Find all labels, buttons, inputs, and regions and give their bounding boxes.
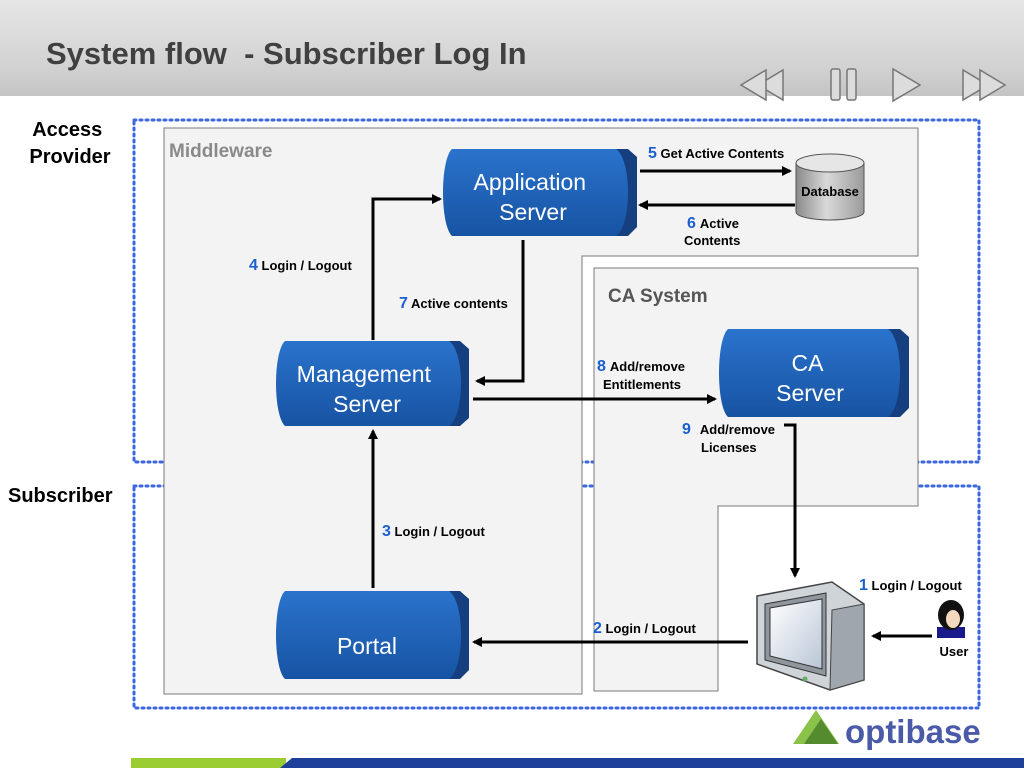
optibase-logo: optibase (793, 710, 981, 750)
subscriber-label: Subscriber (8, 485, 113, 507)
arrow-licenses (784, 423, 800, 578)
arrow-login-to-app-server (371, 194, 442, 340)
svg-text:optibase: optibase (845, 713, 981, 750)
rewind-icon[interactable] (739, 68, 784, 102)
terminal-monitor-icon (756, 581, 865, 691)
application-server-node: Application Server (443, 149, 637, 236)
middleware-panel (163, 127, 919, 695)
footer-blue-bar (280, 758, 1024, 768)
step-2-label: 2 Login / Logout (593, 620, 696, 637)
step-5-label: 5 Get Active Contents (648, 145, 784, 162)
step-4-label: 4 Login / Logout (249, 257, 352, 274)
user-icon: User (937, 600, 968, 659)
play-icon[interactable] (892, 67, 922, 103)
database-icon: Database (795, 153, 865, 221)
step-7-label: 7 Active contents (399, 295, 508, 312)
svg-text:Portal: Portal (337, 633, 397, 659)
svg-text:Application Server: Application Server (474, 169, 593, 225)
middleware-label: Middleware (169, 141, 272, 162)
pause-icon[interactable] (830, 68, 857, 101)
svg-text:Management Server: Management Server (297, 361, 438, 417)
ca-system-label: CA System (608, 286, 708, 307)
svg-text:Database: Database (801, 184, 859, 199)
arrow-active-contents-to-mgmt (475, 240, 525, 386)
svg-text:User: User (940, 644, 969, 659)
ca-server-node: CA Server (719, 329, 909, 417)
step-1-label: 1 Login / Logout (859, 577, 962, 594)
management-server-node: Management Server (276, 341, 469, 426)
svg-text:CA Server: CA Server (776, 350, 844, 406)
page-title: System flow - Subscriber Log In (46, 36, 527, 71)
access-provider-label: Access Provider (29, 119, 110, 168)
fast-forward-icon[interactable] (962, 68, 1007, 102)
portal-node: Portal (276, 591, 469, 679)
step-3-label: 3 Login / Logout (382, 523, 485, 540)
footer-green-bar (131, 758, 286, 768)
